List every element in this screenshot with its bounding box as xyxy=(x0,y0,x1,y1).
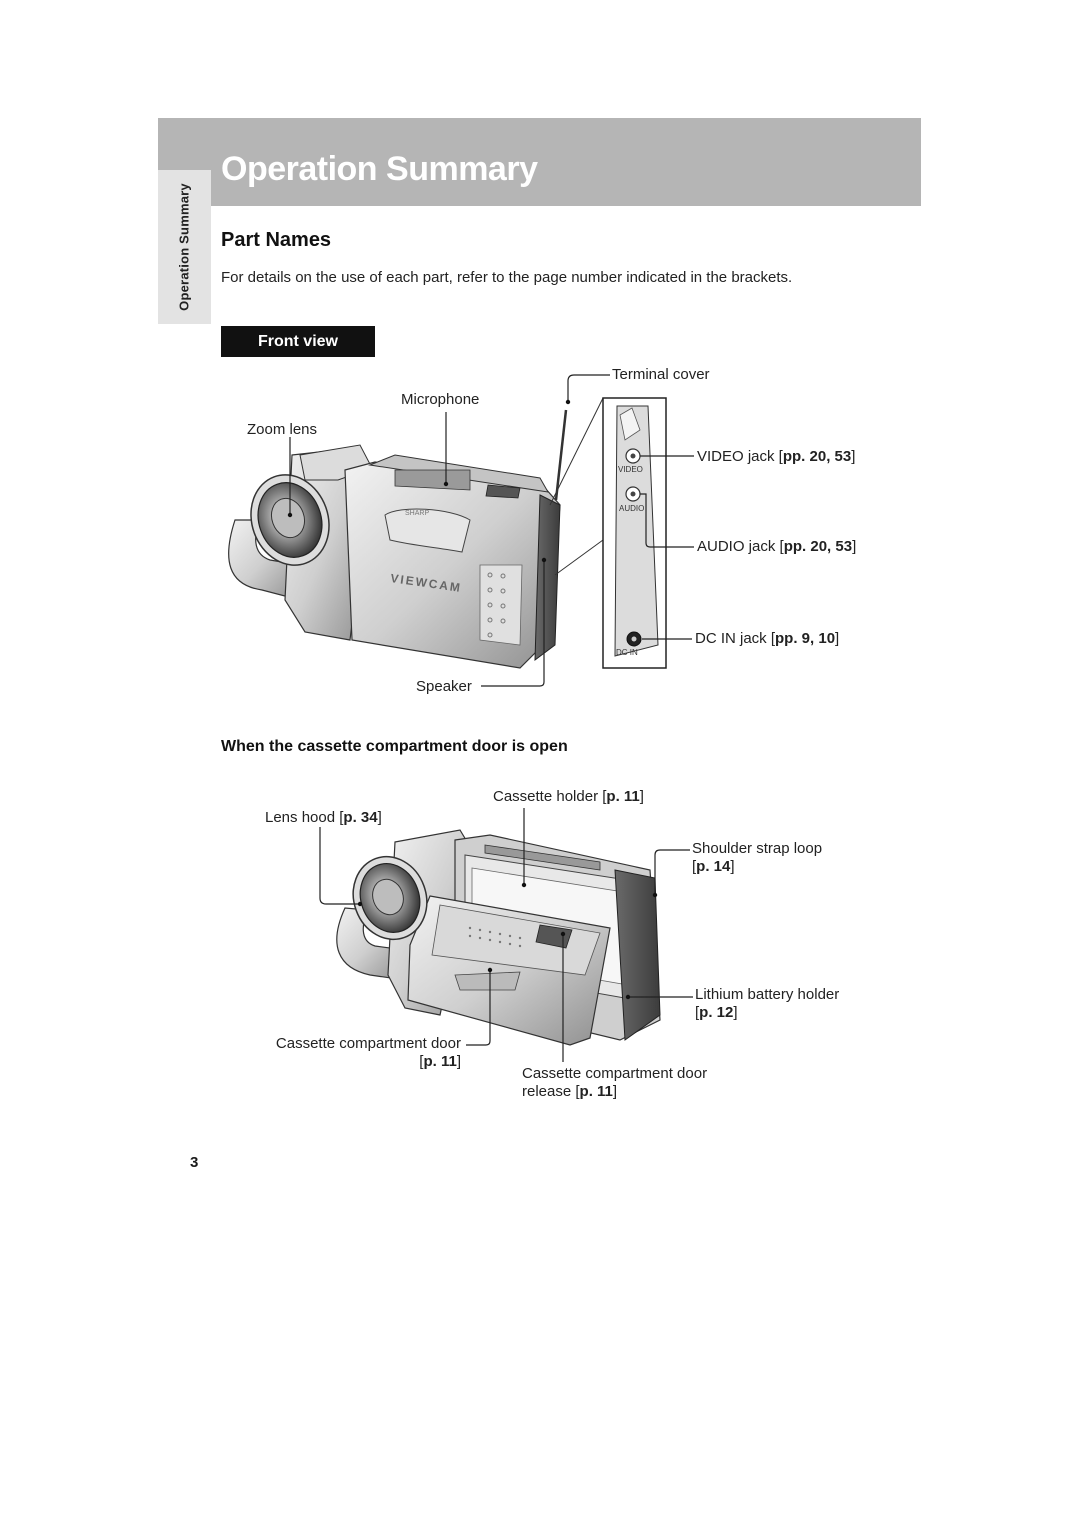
side-tab xyxy=(158,170,211,324)
open-view-subtitle: When the cassette compartment door is op… xyxy=(221,738,568,755)
intro-text: For details on the use of each part, ref… xyxy=(221,269,793,286)
section-title: Part Names xyxy=(221,229,332,251)
front-callouts xyxy=(289,374,694,687)
label-video-jack: VIDEO jack [pp. 20, 53] xyxy=(697,448,856,465)
label-lens-hood: Lens hood [p. 34] xyxy=(265,809,382,826)
label-cassette-door: Cassette compartment door[p. 11] xyxy=(275,1035,461,1070)
panel-audio-text: AUDIO xyxy=(619,504,644,513)
label-microphone: Microphone xyxy=(401,391,480,408)
label-shoulder-strap: Shoulder strap loop[p. 14] xyxy=(692,840,823,875)
camcorder-front: VIEWCAM SHARP xyxy=(228,397,604,669)
logo-text: SHARP xyxy=(405,510,429,517)
terminal-panel: VIDEO AUDIO DC IN xyxy=(602,397,667,669)
label-audio-jack: AUDIO jack [pp. 20, 53] xyxy=(697,538,857,555)
header-band xyxy=(158,118,921,206)
label-dc-in-jack: DC IN jack [pp. 9, 10] xyxy=(695,630,840,647)
page-title: Operation Summary xyxy=(221,150,538,188)
label-speaker: Speaker xyxy=(416,678,472,695)
front-view-tag: Front view xyxy=(221,326,375,357)
open-callouts xyxy=(319,808,693,1062)
panel-dcin-text: DC IN xyxy=(616,648,638,657)
label-cassette-holder: Cassette holder [p. 11] xyxy=(493,788,644,805)
label-terminal-cover: Terminal cover xyxy=(612,366,710,383)
label-zoom-lens: Zoom lens xyxy=(247,421,318,438)
page-number: 3 xyxy=(190,1154,199,1171)
panel-video-text: VIDEO xyxy=(618,465,643,474)
camcorder-open xyxy=(336,829,661,1046)
label-lithium-battery: Lithium battery holder[p. 12] xyxy=(695,986,840,1021)
